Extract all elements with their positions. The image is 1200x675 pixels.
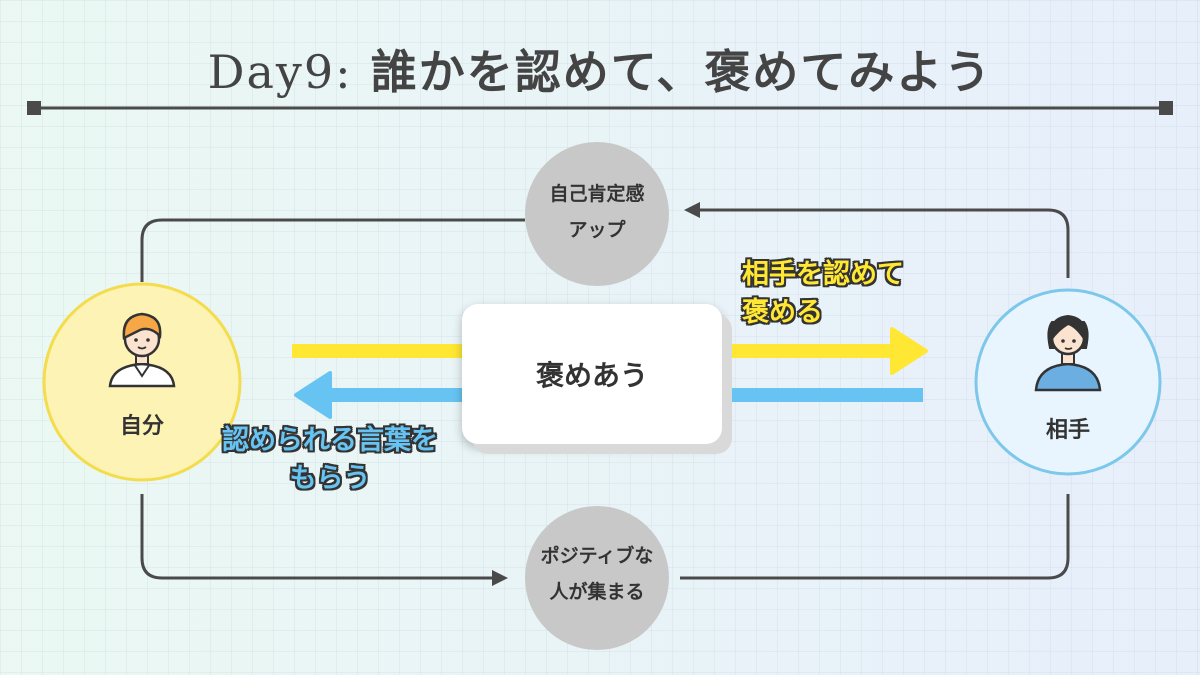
bottom-loop-arrowhead: [492, 570, 508, 586]
top-loop-path-left: [140, 218, 525, 282]
center-box-label: 褒めあう: [535, 359, 648, 392]
yellow-arrow-right-bar: [726, 344, 894, 358]
title-main: 誰かを認めて、褒めてみよう: [370, 45, 993, 99]
to-self-line1: 認められる言葉を: [222, 425, 438, 456]
to-partner-line2: 褒める: [742, 297, 823, 328]
yellow-arrow-left-bar: [292, 344, 464, 358]
to-partner-line1: 相手を認めて: [742, 259, 904, 290]
top-circle: [525, 142, 669, 286]
self-label: 自分: [119, 414, 164, 439]
to-self-text: 認められる言葉を もらう: [200, 422, 460, 498]
bottom-circle-line1: ポジティブな: [540, 545, 654, 567]
top-circle-line1: 自己肯定感: [549, 183, 645, 205]
bottom-circle-label: ポジティブな 人が集まる: [527, 538, 667, 610]
rule-end-right: [1159, 101, 1173, 115]
self-avatar-icon: [108, 312, 176, 388]
to-self-line2: もらう: [289, 463, 371, 494]
top-circle-label: 自己肯定感 アップ: [527, 176, 667, 248]
blue-arrow-left-bar: [328, 388, 464, 402]
bottom-circle: [525, 506, 669, 650]
rule-end-left: [27, 101, 41, 115]
bottom-loop-path-left: [140, 494, 492, 580]
top-circle-line2: アップ: [568, 219, 626, 241]
yellow-arrowhead: [890, 327, 928, 375]
top-loop-path-right: [700, 208, 1070, 278]
bottom-circle-line2: 人が集まる: [549, 581, 645, 603]
partner-avatar-icon: [1034, 314, 1102, 392]
to-partner-text: 相手を認めて 褒める: [742, 256, 904, 332]
bottom-loop-path-right: [680, 494, 1070, 580]
blue-arrowhead: [294, 371, 332, 419]
page-title: Day9: 誰かを認めて、褒めてみよう: [0, 36, 1200, 102]
center-box: 褒めあう: [462, 304, 722, 444]
top-loop-arrowhead: [684, 202, 700, 218]
partner-label: 相手: [1045, 418, 1090, 443]
title-prefix: Day9:: [207, 45, 353, 99]
blue-arrow-right-bar: [726, 388, 923, 402]
